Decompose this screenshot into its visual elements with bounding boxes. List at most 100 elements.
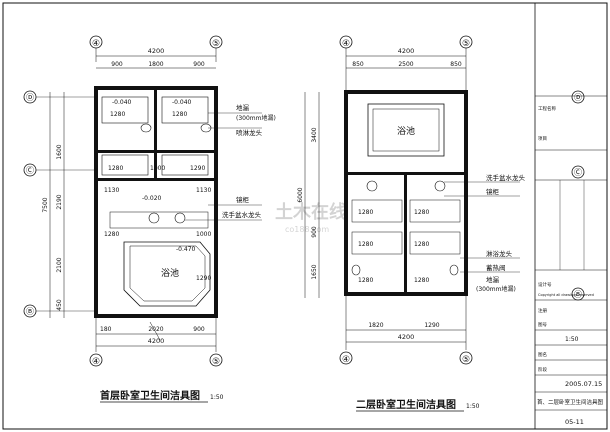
dim-text: 1280 bbox=[414, 209, 429, 216]
dim-text: 900 bbox=[193, 61, 205, 68]
dim-text: 850 bbox=[352, 61, 364, 68]
dim-text: 4200 bbox=[148, 47, 165, 55]
axis-label: Ⓓ bbox=[26, 93, 34, 102]
bathtub-icon bbox=[123, 241, 211, 307]
dim-text: 850 bbox=[450, 61, 462, 68]
note-spray: 淋浴龙头 bbox=[486, 249, 513, 258]
tb-label: 工程名称 bbox=[538, 105, 556, 112]
dim-text: 1280 bbox=[358, 277, 373, 284]
dim-text: 1820 bbox=[368, 322, 383, 329]
dim-text: 1280 bbox=[104, 231, 119, 238]
dim-text: 4200 bbox=[148, 337, 165, 345]
dim-text: 2190 bbox=[56, 194, 63, 209]
sink-icon bbox=[174, 212, 186, 224]
tb-scale: 1:50 bbox=[565, 336, 579, 343]
dim-text: 4200 bbox=[398, 47, 415, 55]
tb-date: 2005.07.15 bbox=[565, 380, 602, 388]
note-mirror: 镜柜 bbox=[486, 187, 500, 196]
dim-text: 1800 bbox=[148, 61, 163, 68]
dim-text: 1000 bbox=[196, 231, 211, 238]
dim-text: 1130 bbox=[196, 187, 211, 194]
sink-icon bbox=[366, 180, 378, 192]
dim-text: 1290 bbox=[196, 275, 211, 282]
axis-label: ④ bbox=[92, 39, 100, 49]
dim-text: 1650 bbox=[311, 264, 318, 279]
dim-text: 1280 bbox=[172, 111, 187, 118]
axis-label: ④ bbox=[342, 355, 350, 365]
tb-label: 图名 bbox=[538, 351, 547, 358]
dim-text: 1280 bbox=[358, 241, 373, 248]
dim-text: 4200 bbox=[398, 333, 415, 341]
room-label: 浴池 bbox=[397, 125, 415, 137]
note-floor-drain: 地漏 bbox=[236, 103, 250, 112]
note-drain: 蓄热阀 bbox=[486, 263, 506, 272]
dim-text: 1130 bbox=[104, 187, 119, 194]
tb-label: 项目 bbox=[538, 136, 547, 142]
note-floor-sub: (300mm地漏) bbox=[476, 285, 516, 293]
dim-text: 1280 bbox=[414, 241, 429, 248]
dim-text: 6000 bbox=[297, 187, 304, 202]
level-mark: -0.470 bbox=[176, 246, 196, 253]
tb-sheet-no: 05-11 bbox=[565, 418, 584, 426]
dim-text: 180 bbox=[100, 326, 112, 333]
axis-label: ④ bbox=[342, 39, 350, 49]
axis-label: ⑤ bbox=[462, 355, 470, 365]
level-mark: -0.040 bbox=[112, 99, 132, 106]
plan-title: 二层卧室卫生间洁具图 bbox=[356, 398, 456, 411]
dim-text: 1280 bbox=[414, 277, 429, 284]
sink-icon bbox=[148, 212, 160, 224]
dim-text: 1290 bbox=[424, 322, 439, 329]
toilet-icon bbox=[351, 264, 361, 276]
dim-text: 1280 bbox=[358, 209, 373, 216]
axis-label: Ⓒ bbox=[26, 166, 34, 175]
plan-scale: 1:50 bbox=[210, 394, 224, 401]
tb-label: 设计号 bbox=[538, 281, 552, 288]
dim-text: 450 bbox=[56, 299, 63, 311]
axis-label: ⑤ bbox=[212, 39, 220, 49]
watermark-logo: 土木在线 co188.com bbox=[275, 201, 347, 234]
level-mark: -0.020 bbox=[142, 195, 162, 202]
room-label: 浴池 bbox=[161, 267, 179, 279]
dim-text: 7500 bbox=[42, 197, 49, 212]
plan-first-floor: ④ ⑤ 4200 900 1800 900 Ⓓ Ⓒ Ⓑ 7500 1600 21… bbox=[23, 35, 276, 403]
watermark-main: 土木在线 bbox=[275, 201, 347, 223]
axis-label: Ⓒ bbox=[574, 168, 582, 177]
bathtub-icon bbox=[367, 103, 445, 157]
dim-text: 900 bbox=[111, 61, 123, 68]
axis-label: Ⓑ bbox=[26, 307, 34, 316]
title-block: 工程名称 项目 设计号 Copyright all drawings reser… bbox=[534, 2, 608, 430]
dim-text: 2100 bbox=[56, 257, 63, 272]
toilet-icon bbox=[140, 123, 152, 133]
tb-drawing-name: 首、二层卧室卫生间洁具图 bbox=[537, 398, 604, 406]
plan-title: 首层卧室卫生间洁具图 bbox=[100, 389, 200, 402]
dim-text: 2500 bbox=[398, 61, 413, 68]
axis-label: ⑤ bbox=[462, 39, 470, 49]
tb-label: 阶段 bbox=[538, 366, 547, 373]
dim-text: 1280 bbox=[108, 165, 123, 172]
dim-text: 1600 bbox=[56, 144, 63, 159]
tb-copyright: Copyright all drawings reserved bbox=[538, 293, 594, 297]
note-faucet: 洗手盆水龙头 bbox=[222, 210, 262, 219]
toilet-icon bbox=[449, 264, 459, 276]
dim-text: 1290 bbox=[190, 165, 205, 172]
axis-label: Ⓓ bbox=[574, 93, 582, 102]
note-faucet: 洗手盆水龙头 bbox=[486, 173, 526, 182]
dim-text: 1000 bbox=[150, 165, 165, 172]
plan-second-floor: ④ ⑤ 4200 850 2500 850 6000 3400 900 1650… bbox=[297, 35, 585, 412]
dim-text: 3400 bbox=[311, 127, 318, 142]
dim-text: 2020 bbox=[148, 326, 163, 333]
note-floor-drain-sub: (300mm地漏) bbox=[236, 114, 276, 122]
note-floor: 地漏 bbox=[486, 275, 500, 284]
axis-label: ④ bbox=[92, 357, 100, 367]
axis-label: Ⓑ bbox=[574, 290, 582, 299]
note-mirror: 镜柜 bbox=[236, 195, 250, 204]
level-mark: -0.040 bbox=[172, 99, 192, 106]
dim-text: 900 bbox=[193, 326, 205, 333]
axis-label: ⑤ bbox=[212, 357, 220, 367]
sink-icon bbox=[434, 180, 446, 192]
dim-text: 1280 bbox=[110, 111, 125, 118]
note-spray: 喷淋龙头 bbox=[236, 128, 263, 137]
watermark-sub: co188.com bbox=[285, 225, 329, 234]
